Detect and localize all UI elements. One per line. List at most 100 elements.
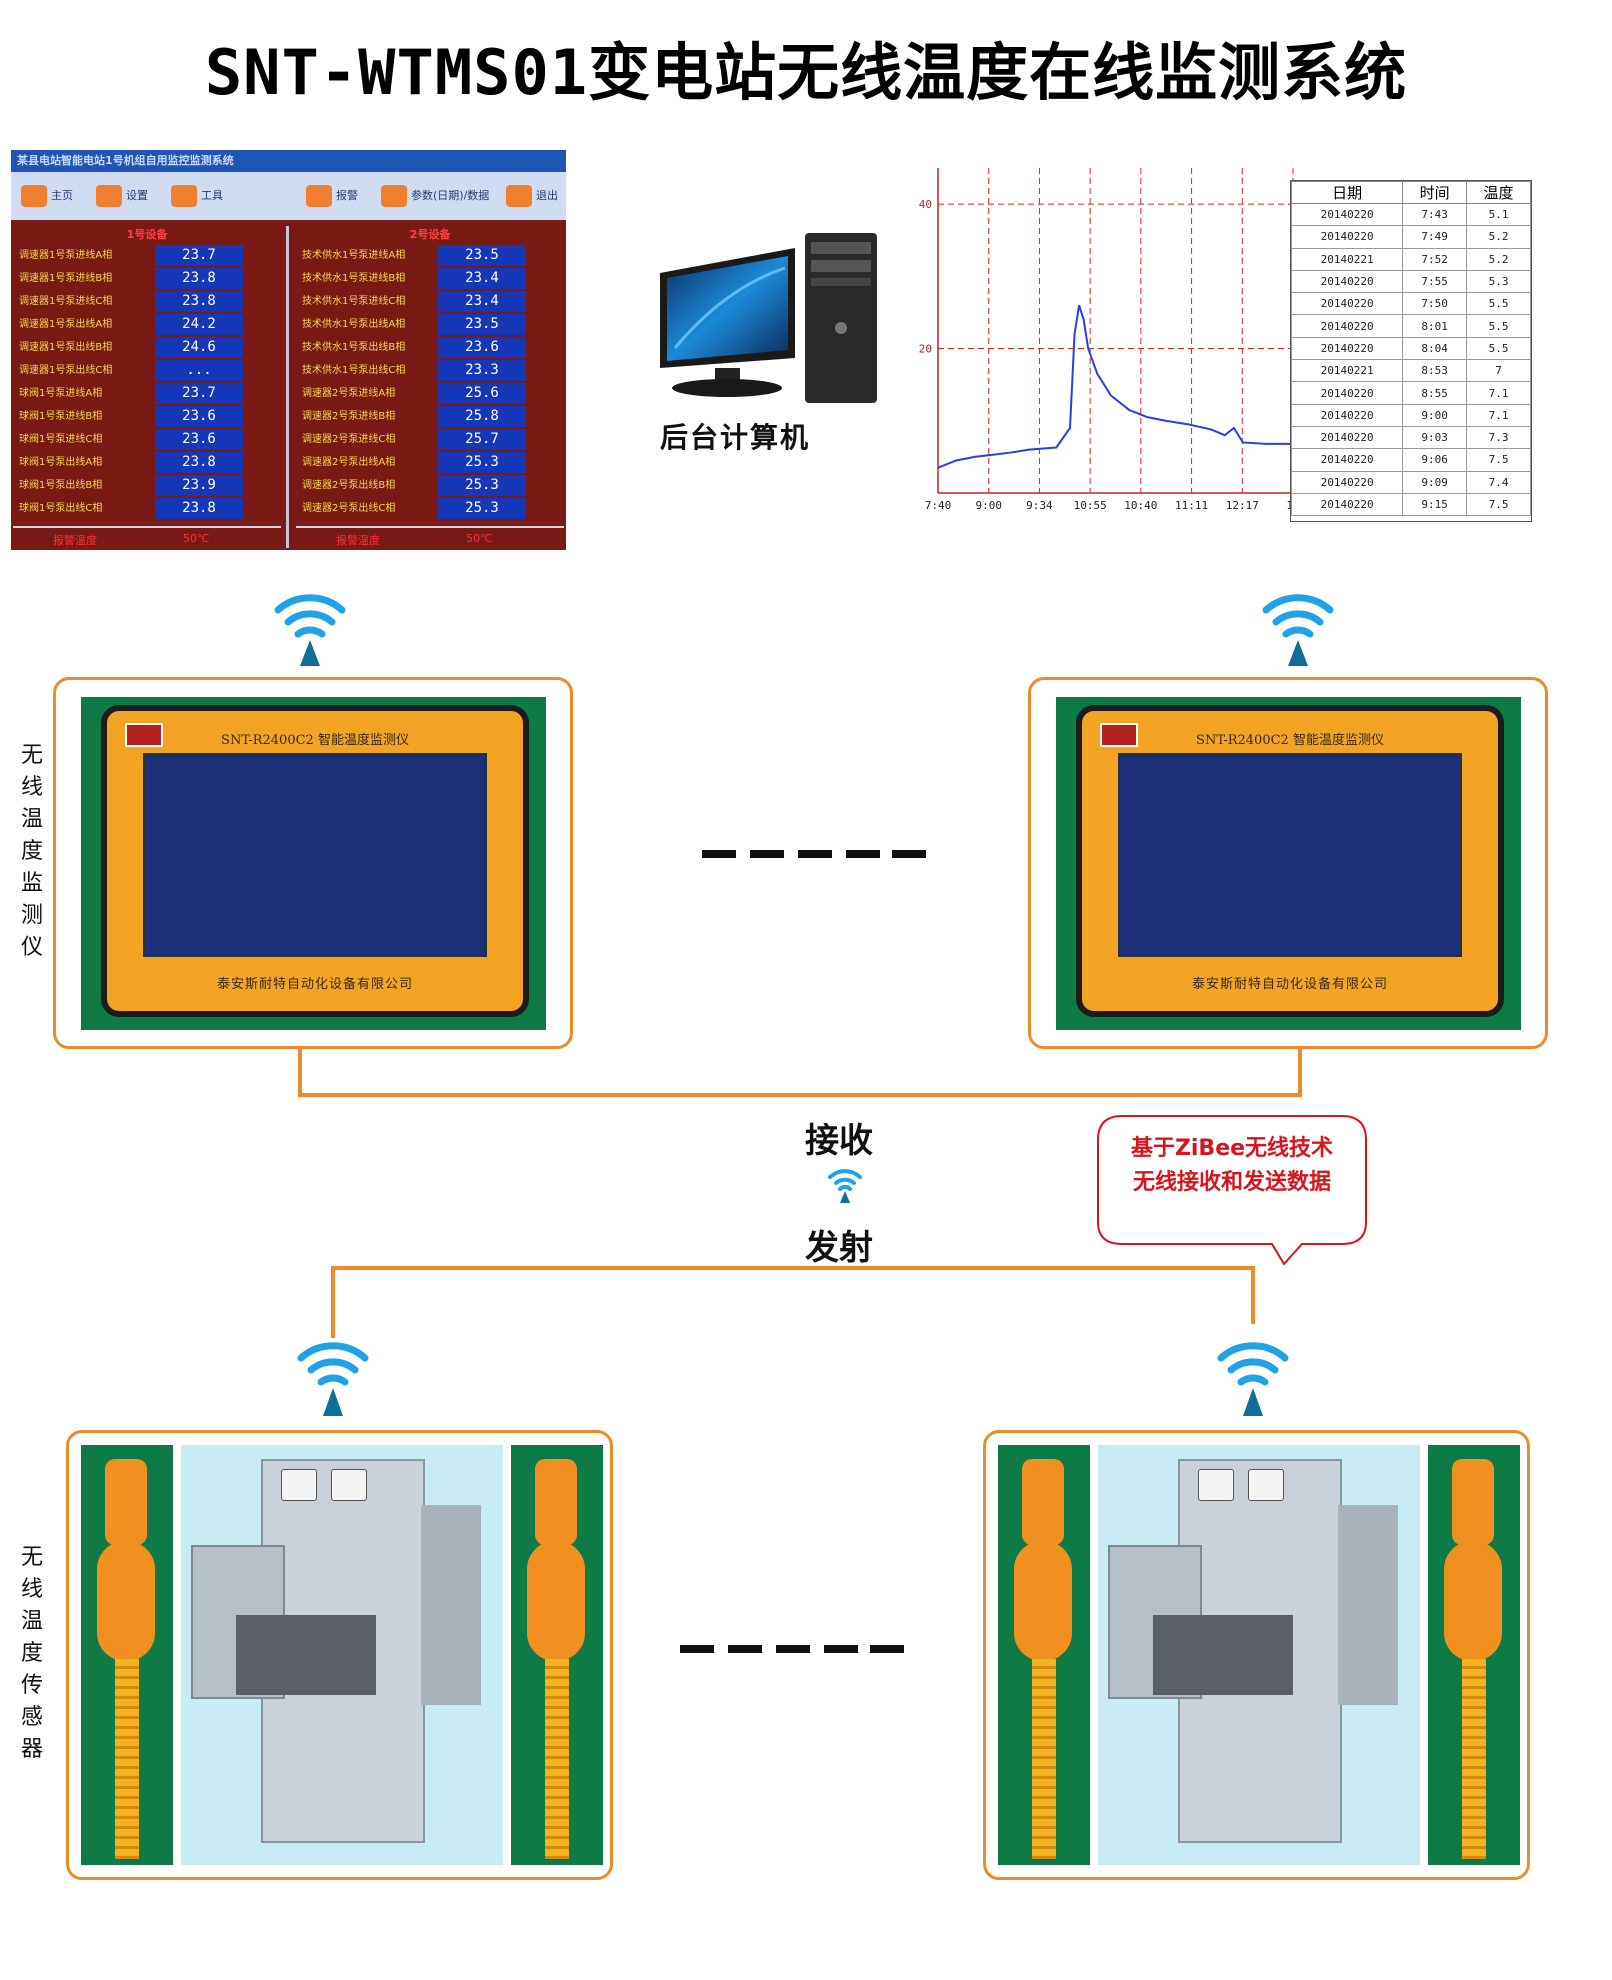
- scada-screenshot: 某县电站智能电站1号机组自用监控监测系统 主页 设置 工具 报警 参数(日期)/…: [11, 150, 566, 550]
- sensor-tag: [1452, 1459, 1494, 1545]
- toolbar-item[interactable]: 工具: [171, 182, 223, 210]
- side-label-char: 线: [20, 775, 43, 800]
- scada-row-value: 23.7: [155, 245, 243, 266]
- scada-row-value: 23.4: [438, 291, 526, 312]
- scada-row-label: 调速器1号泵进线C相: [19, 296, 113, 307]
- table-cell: 9:06: [1402, 448, 1468, 472]
- table-cell: 7.1: [1466, 381, 1531, 405]
- monitor-screen: [143, 753, 487, 957]
- scada-row-label: 球阀1号泵进线A相: [19, 388, 103, 399]
- scada-row-label: 调速器2号泵出线B相: [302, 480, 396, 491]
- x-tick-label: 10:40: [1124, 499, 1157, 512]
- scada-row-value: 23.7: [155, 383, 243, 404]
- scada-row-value: 23.6: [438, 337, 526, 358]
- scada-row-value: 23.8: [155, 498, 243, 519]
- callout-text: 基于ZiBee无线技术 无线接收和发送数据: [1130, 1136, 1334, 1195]
- table-cell: 8:04: [1402, 336, 1468, 361]
- ellipsis-dashes: [680, 1645, 904, 1653]
- toolbar-item[interactable]: 报警: [306, 182, 358, 210]
- panel-divider: [286, 226, 289, 548]
- cabinet-side: [1338, 1505, 1398, 1705]
- side-label-char: 度: [20, 1641, 43, 1666]
- table-cell: 7.5: [1466, 492, 1531, 517]
- table-cell: 20140220: [1290, 269, 1404, 294]
- y-tick-label: 20: [919, 343, 932, 356]
- settings-icon: [96, 185, 122, 207]
- wifi-icon: [297, 1342, 369, 1416]
- scada-row-label: 球阀1号泵进线B相: [19, 411, 103, 422]
- x-tick-label: 7:40: [925, 499, 952, 512]
- gauge: [331, 1469, 367, 1501]
- table-cell: 7:52: [1402, 247, 1468, 271]
- table-cell: 20140220: [1290, 292, 1404, 316]
- wifi-icon: [1217, 1342, 1289, 1416]
- table-cell: 5.5: [1466, 314, 1531, 338]
- monitor-device-frame: SNT-R2400C2 智能温度监测仪 泰安斯耐特自动化设备有限公司: [1028, 677, 1548, 1049]
- toolbar-item[interactable]: 主页: [21, 182, 73, 210]
- cabinet-photo: [181, 1445, 503, 1865]
- side-label-char: 器: [20, 1737, 43, 1762]
- scada-row-value: 23.6: [155, 429, 243, 450]
- scada-row-label: 调速器1号泵进线A相: [19, 250, 113, 261]
- toolbar-item[interactable]: 退出: [506, 182, 558, 210]
- table-cell: 5.2: [1466, 225, 1531, 249]
- toolbar-item[interactable]: 参数(日期)/数据: [381, 182, 489, 210]
- scada-row-label: 球阀1号泵出线A相: [19, 457, 103, 468]
- monitor-side-label: 无线温度监测仪: [17, 740, 47, 964]
- table-cell: 8:55: [1402, 381, 1468, 405]
- sensor-tag: [535, 1459, 577, 1545]
- table-header-time: 时间: [1402, 181, 1468, 204]
- table-cell: 20140221: [1290, 247, 1404, 271]
- table-cell: 20140220: [1290, 425, 1404, 450]
- sensor-tag: [1022, 1459, 1064, 1545]
- scada-row-value: 25.7: [438, 429, 526, 450]
- scada-row-label: 调速器1号泵进线B相: [19, 273, 113, 284]
- x-tick-label: 9:00: [975, 499, 1002, 512]
- wifi-icon: [1262, 594, 1334, 666]
- table-cell: 5.3: [1466, 269, 1531, 294]
- table-cell: 9:03: [1402, 425, 1468, 450]
- toolbar-item[interactable]: 设置: [96, 182, 148, 210]
- sensor-body: [97, 1541, 155, 1661]
- monitor-body: SNT-R2400C2 智能温度监测仪 泰安斯耐特自动化设备有限公司: [101, 705, 529, 1017]
- sensor-strap: [115, 1659, 139, 1859]
- gauge: [281, 1469, 317, 1501]
- table-cell: 20140220: [1290, 470, 1404, 494]
- cabinet-photo: [1098, 1445, 1420, 1865]
- table-cell: 9:09: [1402, 470, 1468, 494]
- table-cell: 7:43: [1402, 202, 1468, 227]
- tools-icon: [171, 185, 197, 207]
- scada-row-label: 技术供水1号泵出线C相: [302, 365, 406, 376]
- x-tick-label: 12:17: [1226, 499, 1259, 512]
- sensor-body: [527, 1541, 585, 1661]
- table-cell: 20140220: [1290, 403, 1404, 427]
- computer-label: 后台计算机: [660, 421, 811, 454]
- table-cell: 7.4: [1466, 470, 1531, 494]
- side-label-char: 仪: [20, 935, 43, 960]
- monitor-device-frame: SNT-R2400C2 智能温度监测仪 泰安斯耐特自动化设备有限公司: [53, 677, 573, 1049]
- right-footer: 报警温度 50℃: [296, 526, 564, 552]
- scada-row-label: 技术供水1号泵进线C相: [302, 296, 406, 307]
- panel-heading: 2号设备: [409, 228, 451, 241]
- data-icon: [381, 185, 407, 207]
- table-cell: 20140220: [1290, 336, 1404, 361]
- cabinet-side: [421, 1505, 481, 1705]
- monitor-title: SNT-R2400C2 智能温度监测仪: [221, 733, 409, 748]
- connection-lines: [298, 1046, 1302, 1338]
- monitor-photo: SNT-R2400C2 智能温度监测仪 泰安斯耐特自动化设备有限公司: [81, 697, 546, 1030]
- scada-row: 技术供水1号泵进线C相 23.4: [296, 290, 564, 313]
